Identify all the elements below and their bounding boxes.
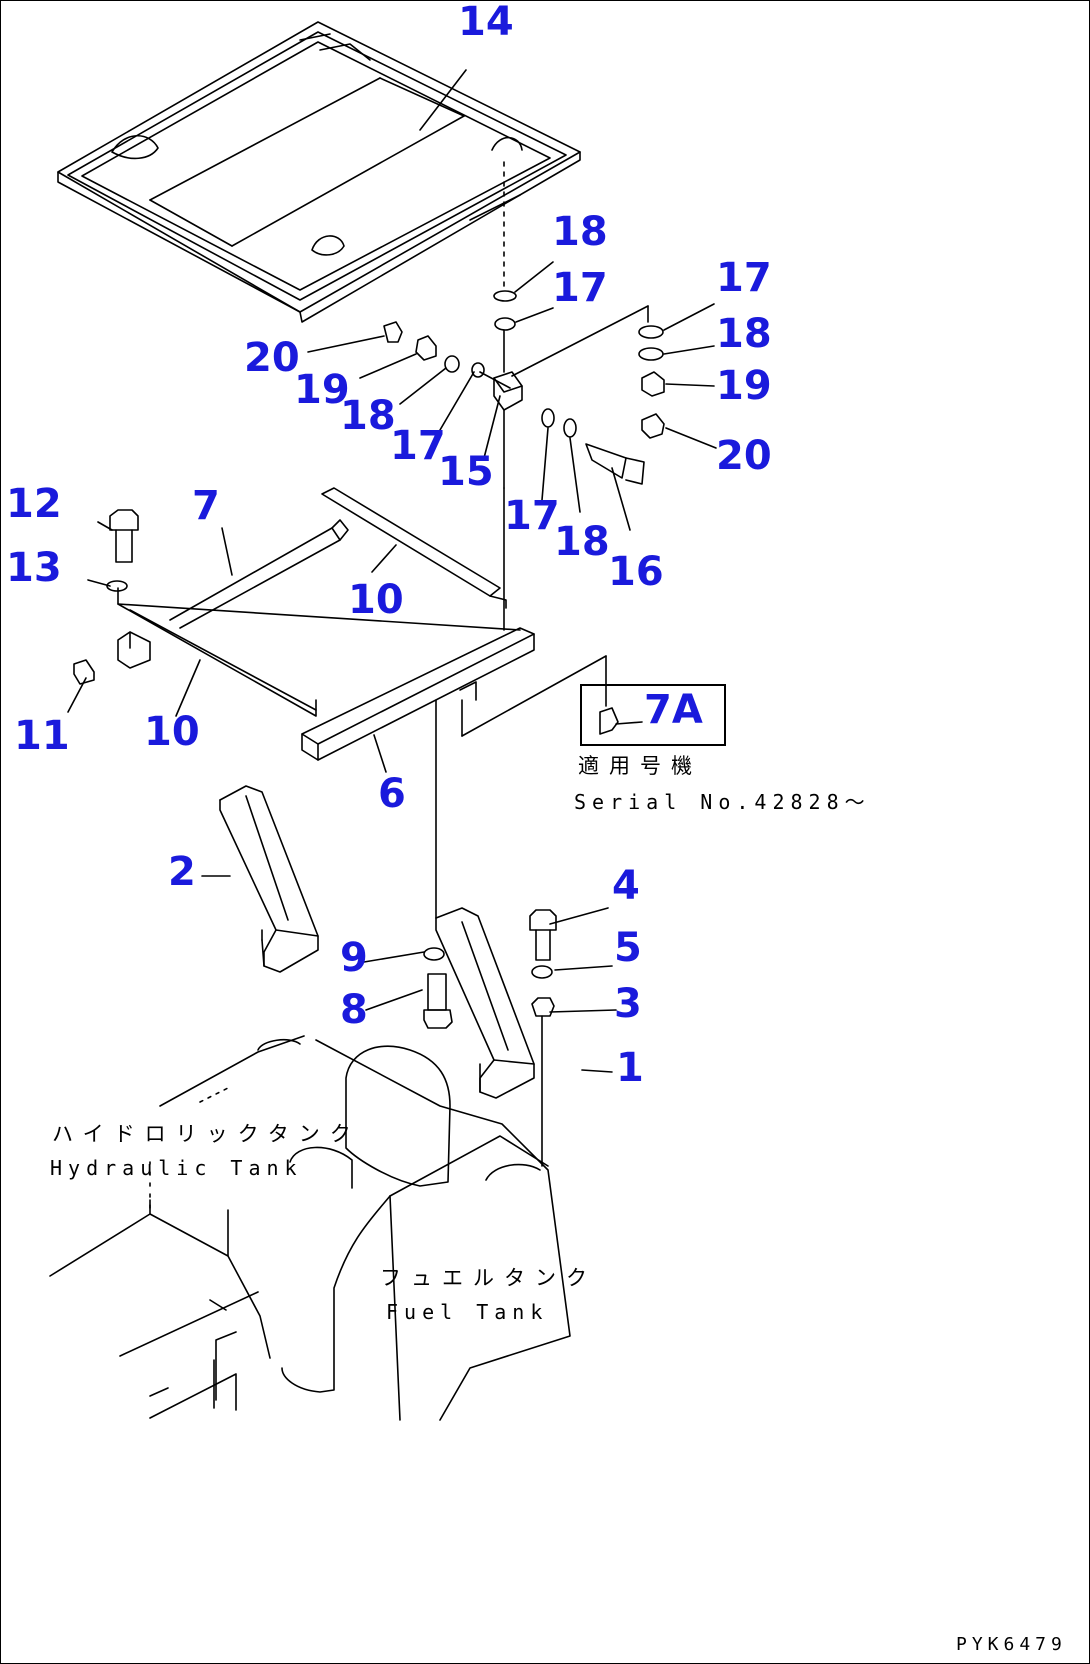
roof-fasteners [383, 161, 665, 489]
callout-10: 10 [348, 577, 404, 623]
machine-body [49, 1035, 571, 1421]
callout-14: 14 [458, 0, 514, 45]
callout-4: 4 [612, 863, 640, 909]
callout-18: 18 [554, 519, 610, 565]
callout-12: 12 [6, 481, 62, 527]
stand-2 [219, 785, 319, 973]
callout-9: 9 [340, 935, 368, 981]
callout-19: 19 [716, 363, 772, 409]
callout-1: 1 [616, 1045, 644, 1091]
callout-15: 15 [438, 449, 494, 495]
callout-20: 20 [716, 433, 772, 479]
callout-6: 6 [378, 771, 406, 817]
hydraulic-tank-label-jp: ハイドロリックタンク [52, 1122, 361, 1146]
callout-18: 18 [552, 209, 608, 255]
callout-7a: 7A [644, 687, 703, 733]
callout-3: 3 [614, 981, 642, 1027]
leader-lines [67, 69, 717, 1073]
bolt-12-set [73, 509, 139, 685]
callout-13: 13 [6, 545, 62, 591]
lower-fasteners [423, 909, 557, 1167]
canopy-frame [117, 487, 535, 761]
callout-16: 16 [608, 549, 664, 595]
callout-20: 20 [244, 335, 300, 381]
serial-note-jp: 適用号機 [578, 754, 702, 778]
fuel-tank-label-en: Fuel Tank [386, 1300, 549, 1324]
serial-note-box [580, 684, 726, 746]
canopy-roof [57, 21, 581, 323]
callout-17: 17 [504, 493, 560, 539]
callout-2: 2 [168, 849, 196, 895]
callout-5: 5 [614, 925, 642, 971]
callout-11: 11 [14, 713, 70, 759]
callout-10: 10 [144, 709, 200, 755]
callout-17: 17 [390, 423, 446, 469]
stand-1 [435, 699, 535, 1099]
hydraulic-tank-label-en: Hydraulic Tank [50, 1156, 303, 1180]
fuel-tank-label-jp: フュエルタンク [380, 1266, 597, 1290]
drawing-code: PYK6479 [956, 1634, 1067, 1655]
callout-17: 17 [716, 255, 772, 301]
serial-note-en: Serial No.42828～ [574, 790, 871, 814]
callout-18: 18 [340, 393, 396, 439]
callout-8: 8 [340, 987, 368, 1033]
callout-17: 17 [552, 265, 608, 311]
callout-19: 19 [294, 367, 350, 413]
serial-bracket-7a [461, 655, 643, 737]
callout-18: 18 [716, 311, 772, 357]
callout-7: 7 [192, 483, 220, 529]
